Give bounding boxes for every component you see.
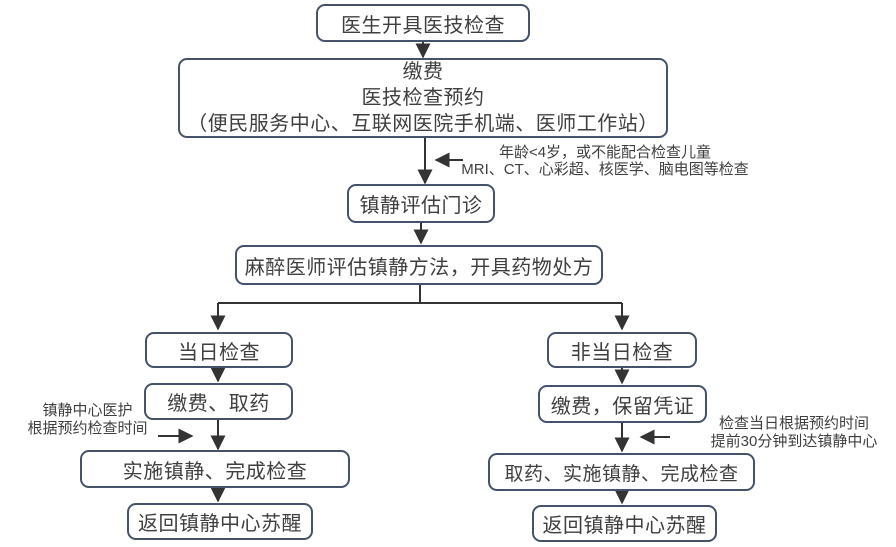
node-pay-keep-receipt: 缴费，保留凭证	[538, 385, 707, 423]
node-non-same-day-exam: 非当日检查	[547, 332, 697, 368]
annotation-left-schedule-note-line2: 根据预约检查时间	[27, 420, 148, 437]
annotation-right-arrival-note-line1: 检查当日根据预约时间	[718, 415, 869, 432]
node-anesthesia-assessment: 麻醉医师评估镇静方法，开具药物处方	[235, 245, 603, 285]
annotation-right-arrival-note-line2: 提前30分钟到达镇静中心	[710, 433, 878, 450]
connector-branch	[218, 285, 622, 304]
node-same-day-exam: 当日检查	[145, 332, 293, 368]
node-doctor-order: 医生开具医技检查	[316, 4, 530, 42]
node-payment-booking-line1: 缴费	[402, 61, 444, 83]
node-payment-booking-line3: （便民服务中心、互联网医院手机端、医师工作站）	[187, 113, 659, 135]
node-return-recovery-right: 返回镇静中心苏醒	[532, 505, 717, 542]
annotation-left-schedule-note: 镇静中心医护 根据预约检查时间	[15, 402, 160, 438]
node-perform-sedation-complete-exam: 实施镇静、完成检查	[80, 450, 350, 488]
annotation-age-criteria: 年龄<4岁，或不能配合检查儿童 MRI、CT、心彩超、核医学、脑电图等检查	[450, 144, 760, 178]
annotation-age-criteria-line1: 年龄<4岁，或不能配合检查儿童	[498, 144, 712, 161]
node-pay-collect-medicine: 缴费、取药	[144, 383, 293, 420]
node-collect-perform-sedation-exam: 取药、实施镇静、完成检查	[488, 453, 755, 491]
node-sedation-assessment-clinic: 镇静评估门诊	[347, 184, 495, 223]
annotation-left-schedule-note-line1: 镇静中心医护	[42, 402, 133, 419]
annotation-age-criteria-line2: MRI、CT、心彩超、核医学、脑电图等检查	[461, 161, 749, 178]
node-payment-booking: 缴费 医技检查预约 （便民服务中心、互联网医院手机端、医师工作站）	[178, 58, 668, 138]
node-payment-booking-line2: 医技检查预约	[361, 87, 485, 109]
node-return-recovery-left: 返回镇静中心苏醒	[127, 503, 313, 540]
annotation-right-arrival-note: 检查当日根据预约时间 提前30分钟到达镇静中心	[693, 415, 895, 451]
